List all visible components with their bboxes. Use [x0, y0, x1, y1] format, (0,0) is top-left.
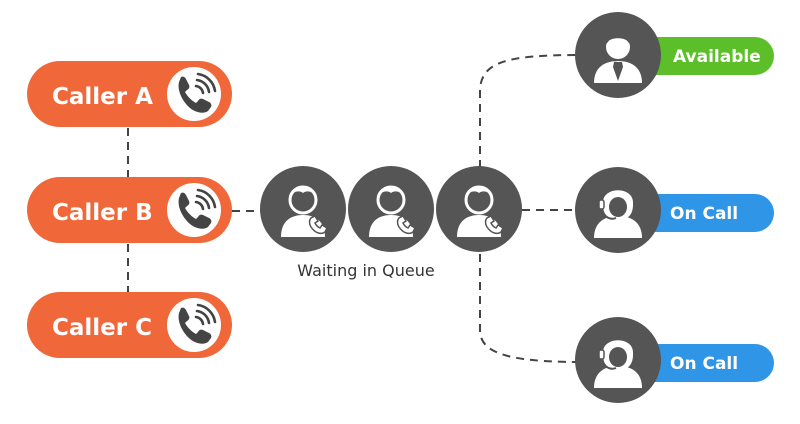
queue-slot-3 — [436, 166, 522, 252]
caller-label: Caller B — [52, 200, 153, 226]
caller-c: Caller C — [27, 292, 232, 358]
queue-slot-1 — [260, 166, 346, 252]
agent-on-call-2: On Call — [575, 317, 774, 403]
queue-slot-2 — [348, 166, 434, 252]
agent-available: Available — [575, 12, 774, 98]
connector-queue-agent-oncall-2 — [479, 254, 581, 363]
agent-status-label: On Call — [670, 354, 738, 374]
caller-label: Caller A — [52, 84, 153, 110]
agent-status-label: On Call — [670, 204, 738, 224]
queue: Waiting in Queue — [260, 166, 522, 280]
caller-label: Caller C — [52, 315, 152, 341]
caller-phone-circle — [167, 183, 221, 237]
connector-queue-agent-available — [479, 54, 581, 168]
caller-phone-circle — [167, 298, 221, 352]
agent-status-label: Available — [673, 47, 761, 67]
connectors — [127, 54, 581, 363]
queue-label: Waiting in Queue — [297, 261, 434, 280]
caller-b: Caller B — [27, 177, 232, 243]
agent-on-call-1: On Call — [575, 167, 774, 253]
caller-a: Caller A — [27, 61, 232, 127]
caller-phone-circle — [167, 67, 221, 121]
